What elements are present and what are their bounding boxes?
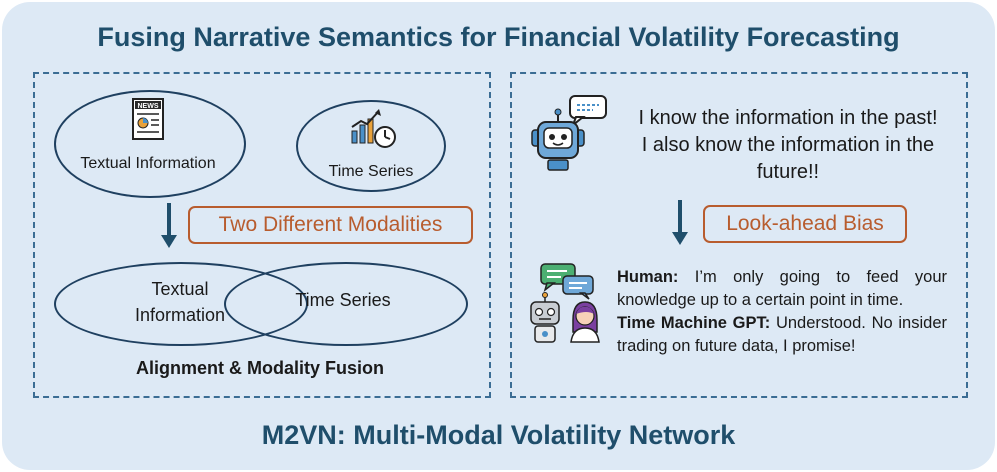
left-panel: [33, 72, 491, 398]
fused-time-series-ellipse: [224, 262, 468, 346]
robot-quote-line2: I also know the information in the: [641, 134, 935, 156]
news-icon: NEWS: [132, 98, 164, 140]
diagram-title: Fusing Narrative Semantics for Financial…: [97, 22, 900, 52]
time-series-ellipse: [296, 100, 446, 192]
human-speaker: Human:: [617, 268, 679, 286]
footer-title: M2VN: Multi-Modal Volatility Network: [261, 420, 736, 450]
textual-information-ellipse: [54, 90, 246, 198]
fused-textual-label-line1: Textual: [151, 279, 209, 299]
human-line: Human: I’m only going to feed your knowl…: [617, 266, 947, 312]
chart-clock-icon: [351, 109, 396, 148]
time-series-label: Time Series: [328, 163, 414, 180]
look-ahead-bias-box: Look-ahead Bias: [703, 205, 907, 243]
alignment-fusion-caption: Alignment & Modality Fusion: [136, 358, 384, 378]
right-panel: [510, 72, 968, 398]
robot-quote-line3: future!!: [756, 161, 820, 183]
gpt-text: Understood. No insider trading on future…: [617, 314, 947, 355]
gpt-speaker: Time Machine GPT:: [617, 314, 771, 332]
robot-icon: [531, 95, 607, 171]
down-arrow-icon: [161, 203, 177, 248]
fused-time-series-label: Time Series: [295, 290, 391, 310]
dialogue-text: Human: I’m only going to feed your knowl…: [617, 266, 947, 358]
fused-textual-label-line2: Information: [134, 305, 226, 325]
robot-quote-line1: I know the information in the past!: [638, 107, 938, 129]
down-arrow-icon: [672, 200, 688, 245]
robot-human-chat-icon: [530, 263, 600, 343]
human-text: I’m only going to feed your knowledge up…: [617, 268, 947, 309]
two-different-modalities-box: Two Different Modalities: [188, 206, 473, 244]
svg-text:NEWS: NEWS: [138, 103, 159, 110]
gpt-line: Time Machine GPT: Understood. No insider…: [617, 312, 947, 358]
textual-information-label: Textual Information: [80, 155, 216, 172]
